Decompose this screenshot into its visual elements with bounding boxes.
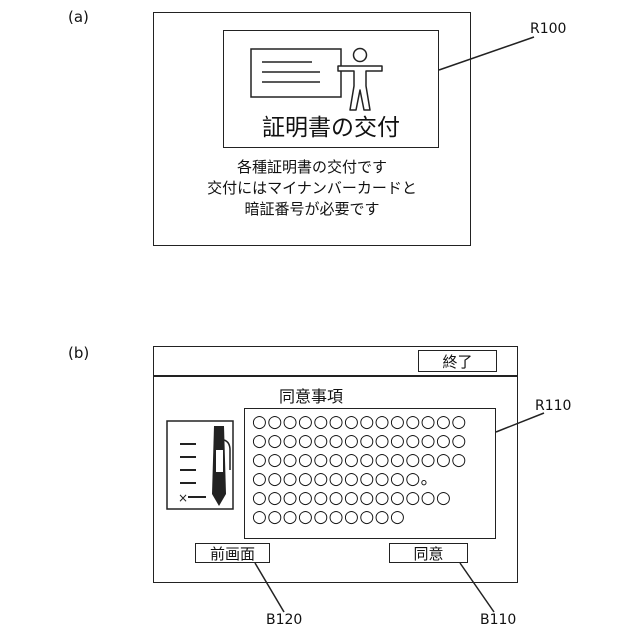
- leader-line-b120: [255, 563, 284, 612]
- leader-line-r110: [496, 413, 544, 432]
- leader-line-r100: [439, 37, 534, 70]
- leader-line-b110: [460, 563, 494, 612]
